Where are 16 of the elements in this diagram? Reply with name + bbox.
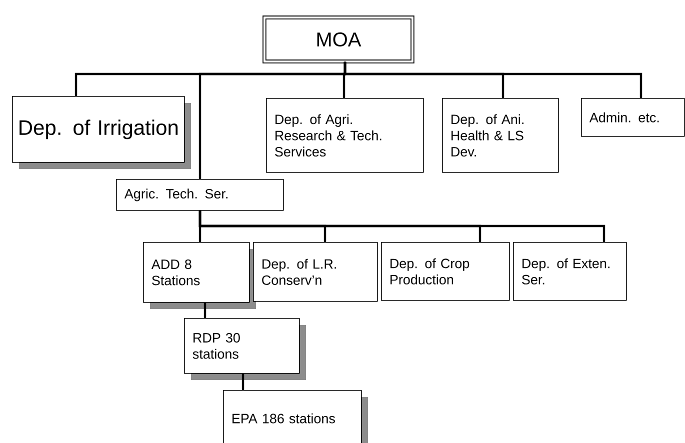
- org-box: Dep. of Agri. Research & Tech. Services: [266, 98, 424, 173]
- org-box: Dep. of Exten. Ser.: [513, 242, 627, 301]
- org-box: Dep. of Irrigation: [12, 96, 191, 169]
- org-box: Dep. of Ani. Health & LS Dev.: [442, 98, 559, 173]
- org-box: ADD 8 Stations: [143, 242, 256, 309]
- connector-line: [204, 302, 206, 318]
- org-box: Dep. of Crop Production: [381, 242, 510, 301]
- org-box: EPA 186 stations: [223, 390, 368, 443]
- connector-line: [242, 374, 244, 390]
- org-box: Agric. Tech. Ser.: [116, 178, 284, 211]
- connector-line: [344, 62, 642, 98]
- org-box: RDP 30 stations: [184, 318, 306, 380]
- org-box: Dep. of L.R. Conserv’n: [253, 242, 378, 302]
- org-box: Admin. etc.: [581, 98, 685, 137]
- connector-line: [198, 210, 606, 242]
- org-box: MOA: [262, 16, 414, 64]
